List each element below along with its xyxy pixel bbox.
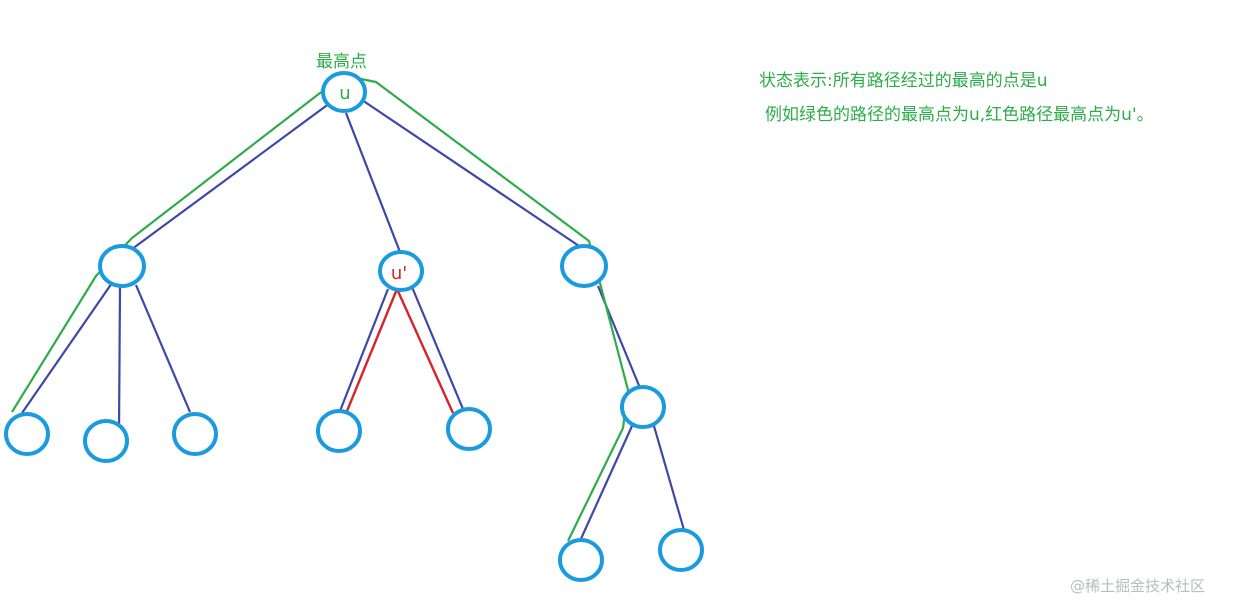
node-u-prime-label: u': [391, 263, 407, 284]
edge-mid-leaf2: [652, 425, 686, 531]
edge-uprime-leaf1: [338, 288, 390, 412]
node-leaf-3: [172, 412, 218, 456]
edge-u-middle: [344, 112, 402, 253]
edge-u-left: [127, 102, 331, 253]
node-u-label: u: [339, 83, 350, 104]
node-right: [560, 244, 608, 288]
note-line-1: 状态表示:所有路径经过的最高的点是u: [759, 71, 1048, 91]
node-leaf-4: [316, 409, 362, 453]
node-mid-right: [620, 385, 666, 429]
green-path: [11, 74, 630, 542]
highest-point-label: 最高点: [316, 52, 367, 72]
node-leaf-5: [446, 407, 492, 451]
note-line-2: 例如绿色的路径的最高点为u,红色路径最高点为u'。: [765, 105, 1154, 125]
node-leaf-7: [658, 528, 704, 572]
tree-edges: [21, 99, 686, 542]
edge-u-right: [361, 99, 586, 251]
node-u-prime: [378, 250, 424, 292]
edge-left-leaf1: [21, 282, 113, 414]
edge-mid-leaf1: [578, 425, 634, 542]
edge-left-leaf2: [117, 286, 122, 433]
node-u: [321, 71, 367, 113]
node-leaf-2: [83, 419, 129, 463]
node-left: [98, 244, 146, 288]
node-leaf-6: [558, 538, 604, 582]
node-leaf-1: [4, 412, 50, 456]
watermark: @稀土掘金技术社区: [1070, 577, 1206, 595]
edge-uprime-leaf2: [410, 286, 465, 410]
tree-nodes: [4, 71, 704, 582]
edge-left-leaf3: [134, 284, 192, 413]
